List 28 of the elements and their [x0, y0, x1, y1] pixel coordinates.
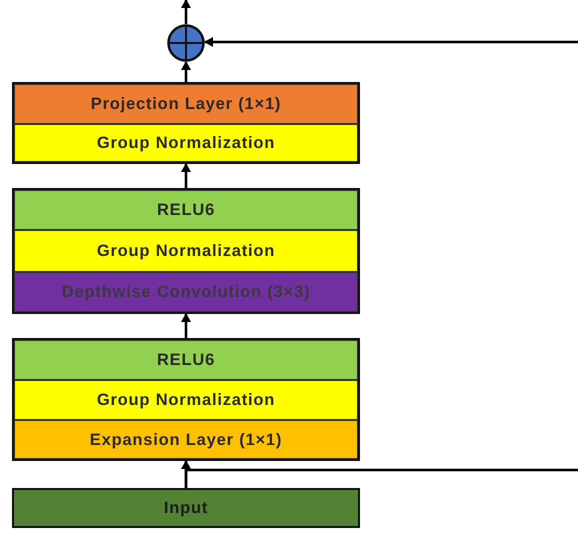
arrow	[181, 163, 191, 188]
layer-label: Depthwise Convolution (3×3)	[62, 282, 310, 302]
layer-label: Expansion Layer (1×1)	[90, 430, 282, 450]
layer-box	[12, 488, 360, 528]
block-frame	[12, 188, 360, 314]
layer-label: Group Normalization	[96, 241, 276, 261]
arrow	[181, 313, 191, 338]
layer-label: Input	[164, 498, 208, 518]
sum-circle	[167, 24, 205, 62]
layer-label: Projection Layer (1×1)	[90, 94, 282, 114]
layer-box	[14, 84, 358, 124]
block-frame	[12, 338, 360, 461]
layer-box	[14, 190, 358, 230]
block-frame	[12, 82, 360, 164]
layer-label: Group Normalization	[96, 390, 276, 410]
arrow	[181, 61, 191, 82]
layer-box	[14, 230, 358, 272]
arrow	[181, 0, 191, 24]
layer-box	[14, 420, 358, 459]
layer-label: Group Normalization	[96, 133, 276, 153]
layer-box	[14, 340, 358, 380]
layer-box	[14, 124, 358, 162]
layer-box	[14, 380, 358, 420]
layer-box	[14, 272, 358, 312]
layer-label: RELU6	[156, 200, 216, 220]
layer-label: RELU6	[156, 350, 216, 370]
arrow	[204, 37, 578, 47]
connector-line	[184, 468, 578, 488]
